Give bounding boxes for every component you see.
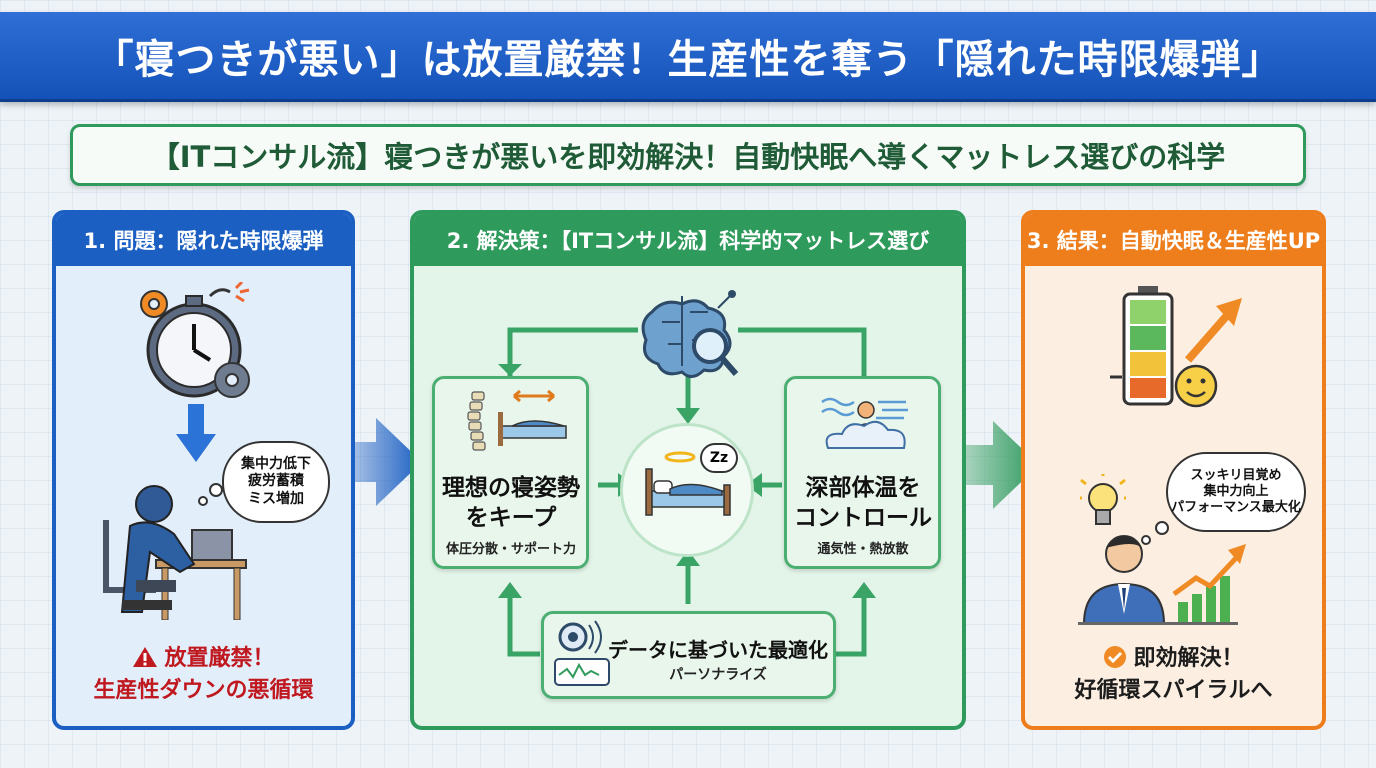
page-subtitle: 【ITコンサル流】寝つきが悪いを即効解決！自動快眠へ導くマットレス選びの科学 <box>150 140 1226 174</box>
result-heading: 3. 結果：自動快眠＆生産性UP <box>1025 214 1322 266</box>
data-sub: パーソナライズ <box>669 667 767 683</box>
solution-heading: 2. 解決策：【ITコンサル流】科学的マットレス選び <box>414 214 962 266</box>
warning-line-1: 放置厳禁！ <box>56 643 351 675</box>
result-thought-dots-icon <box>1141 521 1169 545</box>
growth-chart-icon <box>1172 544 1246 624</box>
temperature-sub: 通気性・熱放散 <box>817 542 909 557</box>
lightbulb-icon <box>1080 474 1126 525</box>
result-bubble-line-3: パフォーマンス最大化 <box>1171 500 1301 516</box>
tired-person-at-desk-icon <box>103 485 247 620</box>
warning-text-1: 放置厳禁！ <box>164 646 275 671</box>
bubble-line-3: ミス増加 <box>248 490 304 507</box>
thought-dots-icon <box>198 483 223 506</box>
gear-icon <box>140 290 168 318</box>
sensor-data-icon <box>554 620 610 686</box>
posture-box <box>432 376 589 569</box>
warning-icon <box>133 647 158 667</box>
posture-title-2: をキープ <box>465 504 557 531</box>
posture-title: 理想の寝姿勢 をキープ <box>436 474 586 534</box>
title-banner: 「寝つきが悪い」は放置厳禁！生産性を奪う「隠れた時限爆弾」 <box>0 12 1376 102</box>
result-line-1: 即効解決！ <box>1025 643 1322 675</box>
stopwatch-bomb-icon <box>140 282 250 398</box>
page-title: 「寝つきが悪い」は放置厳禁！生産性を奪う「隠れた時限爆弾」 <box>93 36 1283 83</box>
battery-full-icon <box>1110 286 1242 408</box>
result-text-1: 即効解決！ <box>1133 646 1244 671</box>
result-line-2: 好循環スパイラルへ <box>1074 677 1273 703</box>
result-bubble-line-2: 集中力向上 <box>1203 483 1269 499</box>
bed-icon <box>645 451 731 516</box>
zz-bubble: Zz <box>700 443 738 473</box>
problem-warning: 放置厳禁！ 生産性ダウンの悪循環 <box>56 643 351 707</box>
problem-heading: 1. 問題：隠れた時限爆弾 <box>56 214 351 266</box>
temperature-title-2: コントロール <box>794 504 932 531</box>
check-circle-icon <box>1104 646 1127 668</box>
posture-title-1: 理想の寝姿勢 <box>442 475 580 501</box>
subtitle-banner: 【ITコンサル流】寝つきが悪いを即効解決！自動快眠へ導くマットレス選びの科学 <box>70 124 1306 186</box>
temperature-title: 深部体温を コントロール <box>788 474 938 534</box>
result-bubble-line-1: スッキリ目覚め <box>1190 467 1282 483</box>
result-message: 即効解決！ 好循環スパイラルへ <box>1025 643 1322 707</box>
person-on-cloud-icon <box>821 397 908 449</box>
bubble-line-1: 集中力低下 <box>241 455 311 472</box>
brain-search-icon <box>641 290 739 378</box>
spine-icon <box>467 389 567 451</box>
businessman-icon <box>1082 535 1246 625</box>
ground-line <box>1078 622 1238 625</box>
arrow-problem-to-solution-icon <box>318 418 422 506</box>
thought-bubble-problems: 集中力低下 疲労蓄積 ミス増加 <box>222 441 330 523</box>
bubble-line-2: 疲労蓄積 <box>248 473 304 490</box>
temperature-title-1: 深部体温を <box>805 475 921 501</box>
cycle-connectors <box>498 327 876 657</box>
arrow-solution-to-result-icon <box>935 421 1039 509</box>
posture-sub: 体圧分散・サポート力 <box>445 542 576 557</box>
warning-line-2: 生産性ダウンの悪循環 <box>93 677 314 703</box>
down-arrow-icon <box>176 404 216 462</box>
data-title: データに基づいた最適化 <box>608 638 828 662</box>
thought-bubble-results: スッキリ目覚め 集中力向上 パフォーマンス最大化 <box>1166 452 1306 532</box>
